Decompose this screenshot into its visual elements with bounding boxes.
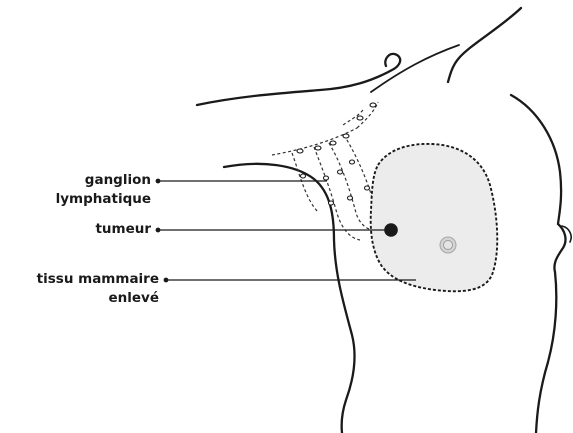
label-ganglion-line-1: ganglion — [56, 171, 151, 190]
label-tumeur-line-1: tumeur — [95, 220, 151, 239]
chest-right-contour — [511, 95, 565, 433]
clavicle-contour — [197, 54, 400, 105]
label-ganglion-lymphatique: ganglion lymphatique — [56, 171, 151, 209]
label-tissu-line-2: enlevé — [37, 289, 159, 308]
label-tissu-mammaire: tissu mammaire enlevé — [37, 270, 159, 308]
lymph-nodes — [297, 103, 376, 205]
tumor-mark — [384, 223, 398, 237]
label-tissu-line-1: tissu mammaire — [37, 270, 159, 289]
leader-tissu — [164, 278, 416, 283]
label-ganglion-line-2: lymphatique — [56, 190, 151, 209]
label-tumeur: tumeur — [95, 220, 151, 239]
shoulder-contour — [371, 45, 459, 92]
removed-tissue-area — [371, 144, 498, 291]
areola-icon — [440, 237, 456, 253]
leader-tumeur — [156, 228, 385, 233]
